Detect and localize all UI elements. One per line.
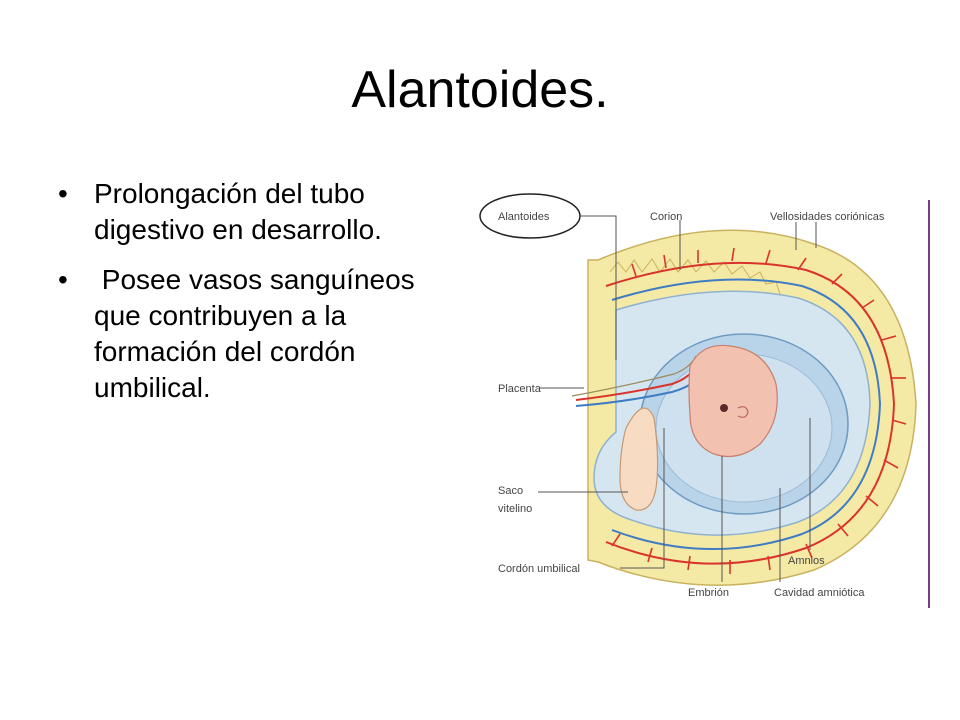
- label-saco-2: vitelino: [498, 503, 532, 515]
- yolk-sac: [619, 407, 659, 511]
- label-alantoides: Alantoides: [498, 211, 550, 223]
- allantois-duct: [571, 355, 697, 397]
- umbilical-vein-line: [611, 278, 882, 551]
- villi-vessels: [611, 247, 907, 574]
- leader-lines: [538, 215, 817, 582]
- slide-title: Alantoides.: [351, 61, 609, 119]
- umbilical-artery-line: [605, 261, 896, 565]
- embryo: [688, 344, 778, 457]
- embryo-eye: [720, 404, 728, 412]
- bullet-list: • Prolongación del tubo digestivo en des…: [58, 176, 458, 420]
- label-placenta: Placenta: [498, 383, 542, 395]
- bullet-item: • Prolongación del tubo digestivo en des…: [58, 176, 458, 248]
- chorionic-villi: [609, 258, 781, 295]
- bullet-text: Prolongación del tubo digestivo en desar…: [94, 178, 382, 245]
- placenta-diagram: Alantoides Corion Vellosidades coriónica…: [476, 188, 932, 610]
- label-amnios: Amnios: [788, 555, 825, 567]
- bullet-marker: •: [58, 178, 68, 209]
- label-embrion: Embrión: [688, 587, 729, 599]
- embryo-limb: [737, 406, 749, 418]
- bullet-text: Posee vasos sanguíneos que contribuyen a…: [94, 264, 423, 403]
- label-cavidad: Cavidad amniótica: [774, 587, 865, 599]
- label-saco-1: Saco: [498, 485, 523, 497]
- bullet-marker: •: [58, 264, 68, 295]
- bullet-item: • Posee vasos sanguíneos que contribuyen…: [58, 262, 458, 406]
- label-vellosidades: Vellosidades coriónicas: [770, 211, 885, 223]
- label-corion: Corion: [650, 211, 682, 223]
- label-cordon: Cordón umbilical: [498, 563, 580, 575]
